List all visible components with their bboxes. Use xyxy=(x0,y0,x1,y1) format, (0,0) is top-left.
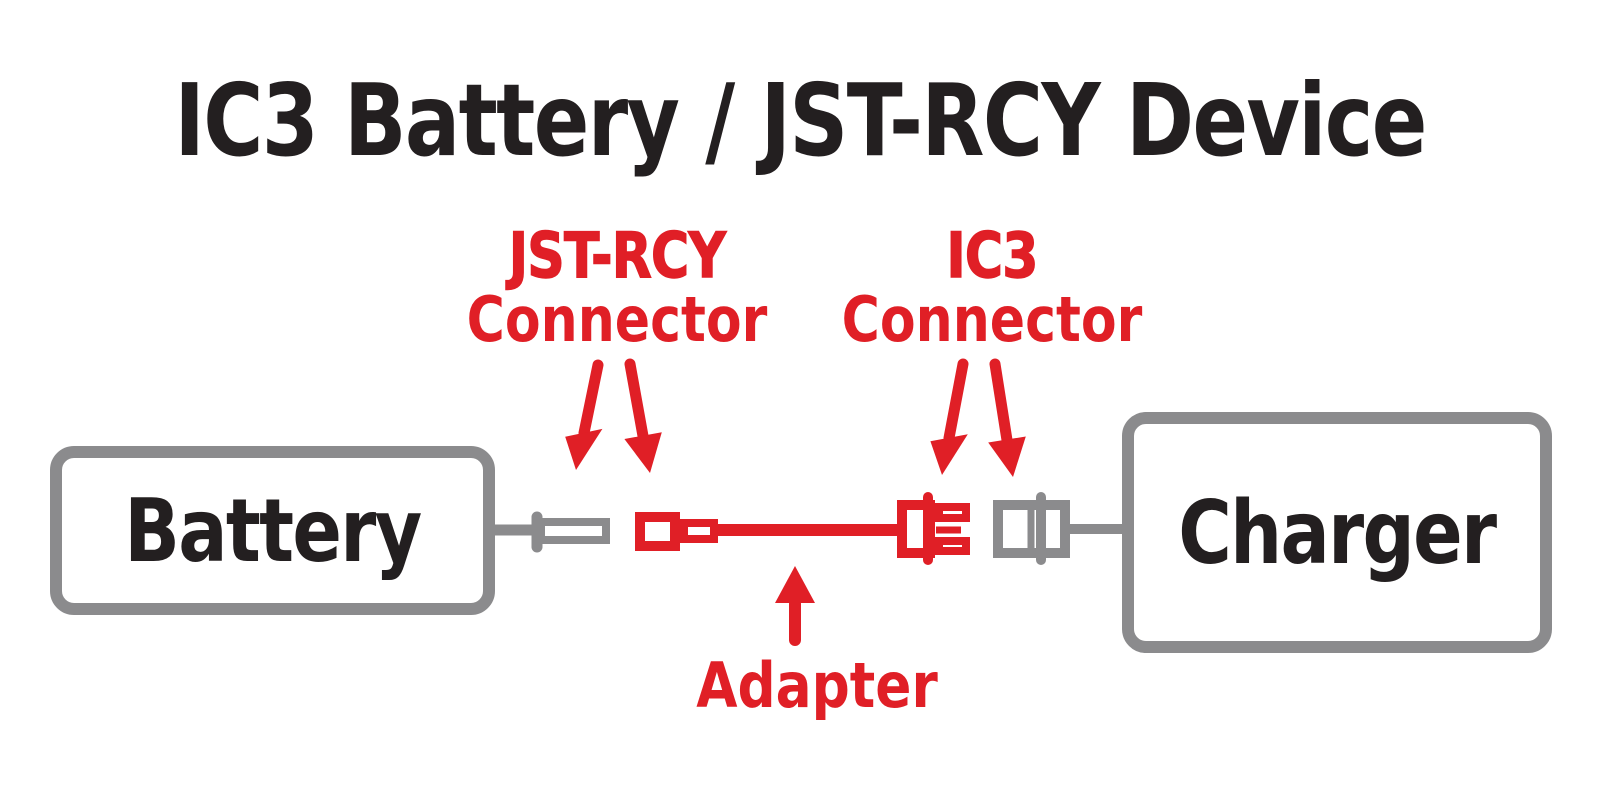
ic3-male-connector xyxy=(897,492,970,565)
callout-jst-rcy-line2: Connector xyxy=(466,283,768,356)
jst-rcy-arrows xyxy=(565,358,662,473)
ic3-male-pin-top xyxy=(935,503,970,522)
ic3-male-pin-bottom xyxy=(935,537,970,555)
callout-ic3-line2: Connector xyxy=(841,283,1143,356)
callout-ic3-connector: IC3 Connector xyxy=(824,219,1160,356)
charger-box: Charger xyxy=(1122,412,1552,653)
jst-rcy-female-body xyxy=(537,518,610,544)
jst-rcy-male-housing xyxy=(635,512,680,551)
battery-label: Battery xyxy=(124,479,422,582)
callout-ic3-line1: IC3 xyxy=(946,219,1039,292)
arrow-down-jst-left xyxy=(565,359,604,470)
jst-rcy-female-connector xyxy=(488,511,610,553)
arrow-down-ic3-right xyxy=(988,358,1026,477)
arrow-down-jst-right xyxy=(624,358,662,473)
arrow-down-ic3-left xyxy=(930,358,969,475)
battery-box: Battery xyxy=(50,446,495,615)
diagram-title: IC3 Battery / JST-RCY Device xyxy=(174,62,1427,179)
jst-rcy-male-plug xyxy=(680,519,718,543)
charger-label: Charger xyxy=(1178,481,1497,584)
callout-jst-rcy-line1: JST-RCY xyxy=(508,219,727,292)
jst-rcy-male-connector xyxy=(635,512,718,551)
ic3-female-connector xyxy=(993,492,1128,565)
adapter-label: Adapter xyxy=(696,649,938,722)
callout-jst-rcy-connector: JST-RCY Connector xyxy=(449,219,785,356)
ic3-arrows xyxy=(930,358,1026,477)
arrow-up-adapter xyxy=(775,566,815,646)
